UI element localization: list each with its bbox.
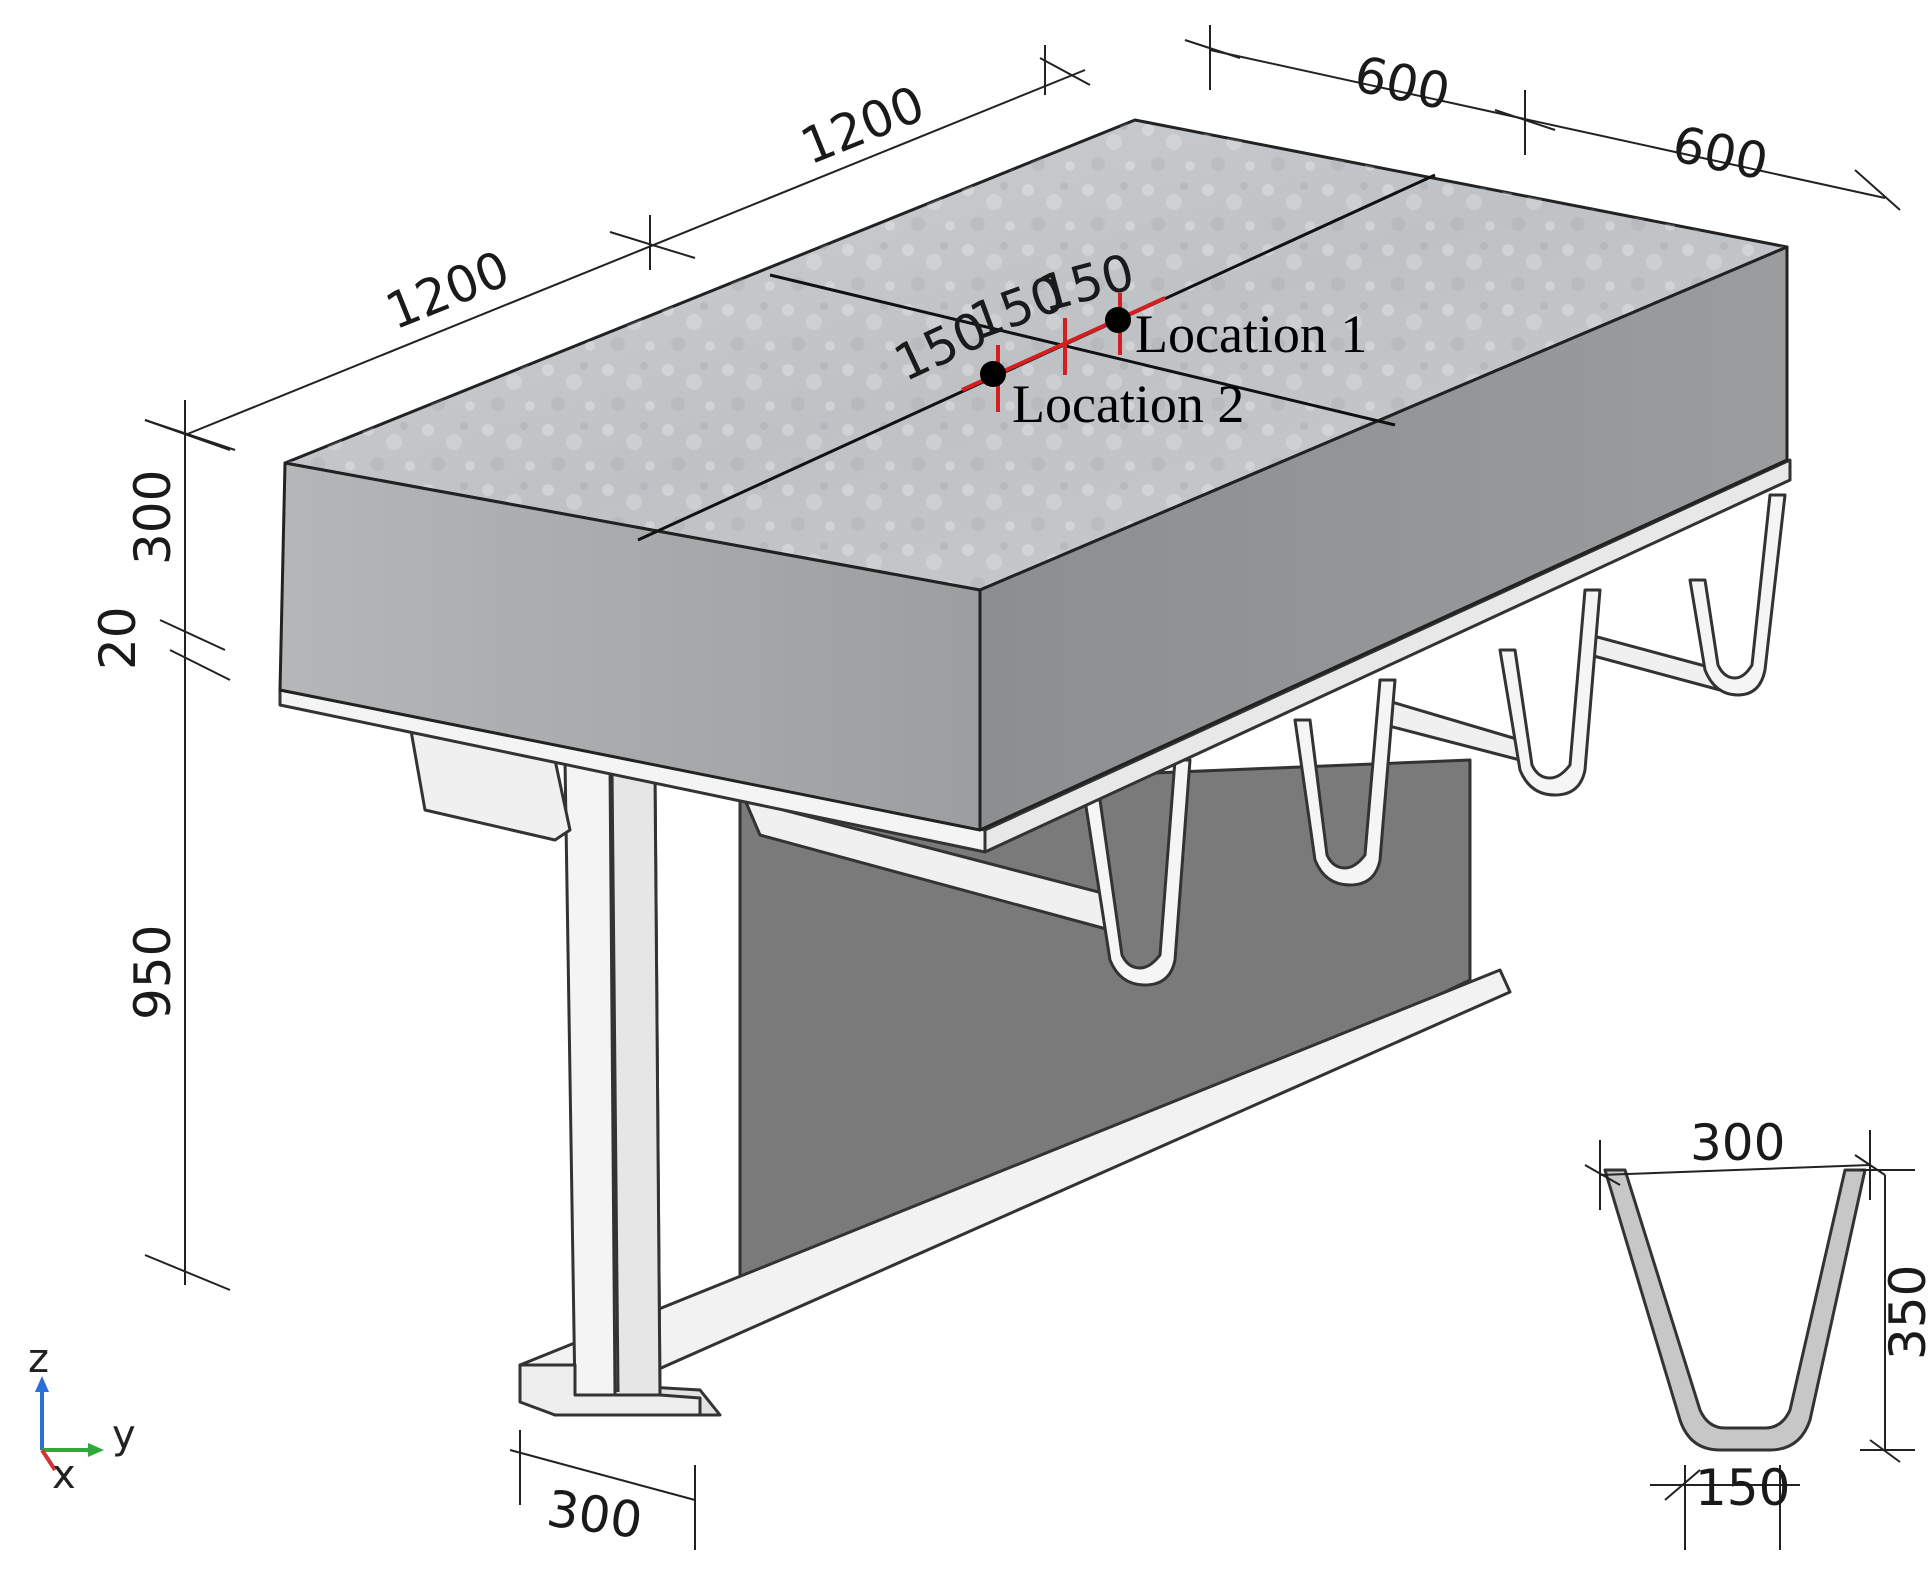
z-axis-label: z [28, 1336, 49, 1382]
y-axis-label: y [112, 1412, 136, 1458]
u-rib [1293, 678, 1397, 887]
dim-width-1: 600 [1350, 45, 1455, 122]
axis-triad: z y x [28, 1336, 136, 1498]
slab-side-face [978, 245, 1789, 832]
location-1-marker [1105, 307, 1131, 333]
girder-web [738, 758, 1472, 1332]
dim-girder-height: 950 [124, 925, 182, 1020]
location-2-label: Location 2 [1012, 374, 1244, 434]
location-1-label: Location 1 [1135, 304, 1367, 364]
x-axis-icon [40, 1448, 57, 1472]
u-ribs [408, 493, 1787, 987]
rib-section-inset: 300 350 150 [1584, 1114, 1932, 1550]
dim-flange-width: 300 [543, 1479, 646, 1550]
dim-width-2: 600 [1668, 115, 1773, 192]
dim-slab-thickness: 300 [124, 470, 182, 565]
section-depth: 350 [1879, 1265, 1932, 1360]
rib-section-profile [1603, 1168, 1867, 1452]
concrete-slab [278, 118, 1789, 832]
deck-plate [278, 458, 1792, 854]
location-2-marker [980, 361, 1006, 387]
transverse-centerline [769, 273, 1396, 427]
section-bottom-width: 150 [1695, 1459, 1790, 1517]
u-rib [1498, 588, 1602, 797]
steel-girder [518, 758, 1512, 1417]
dimension-lines [144, 25, 1901, 1550]
dim-plate-thickness: 20 [89, 606, 147, 670]
dim-length-1: 1200 [378, 240, 518, 341]
x-axis-label: x [52, 1452, 76, 1498]
u-rib [1688, 493, 1787, 697]
section-top-width: 300 [1690, 1114, 1785, 1172]
